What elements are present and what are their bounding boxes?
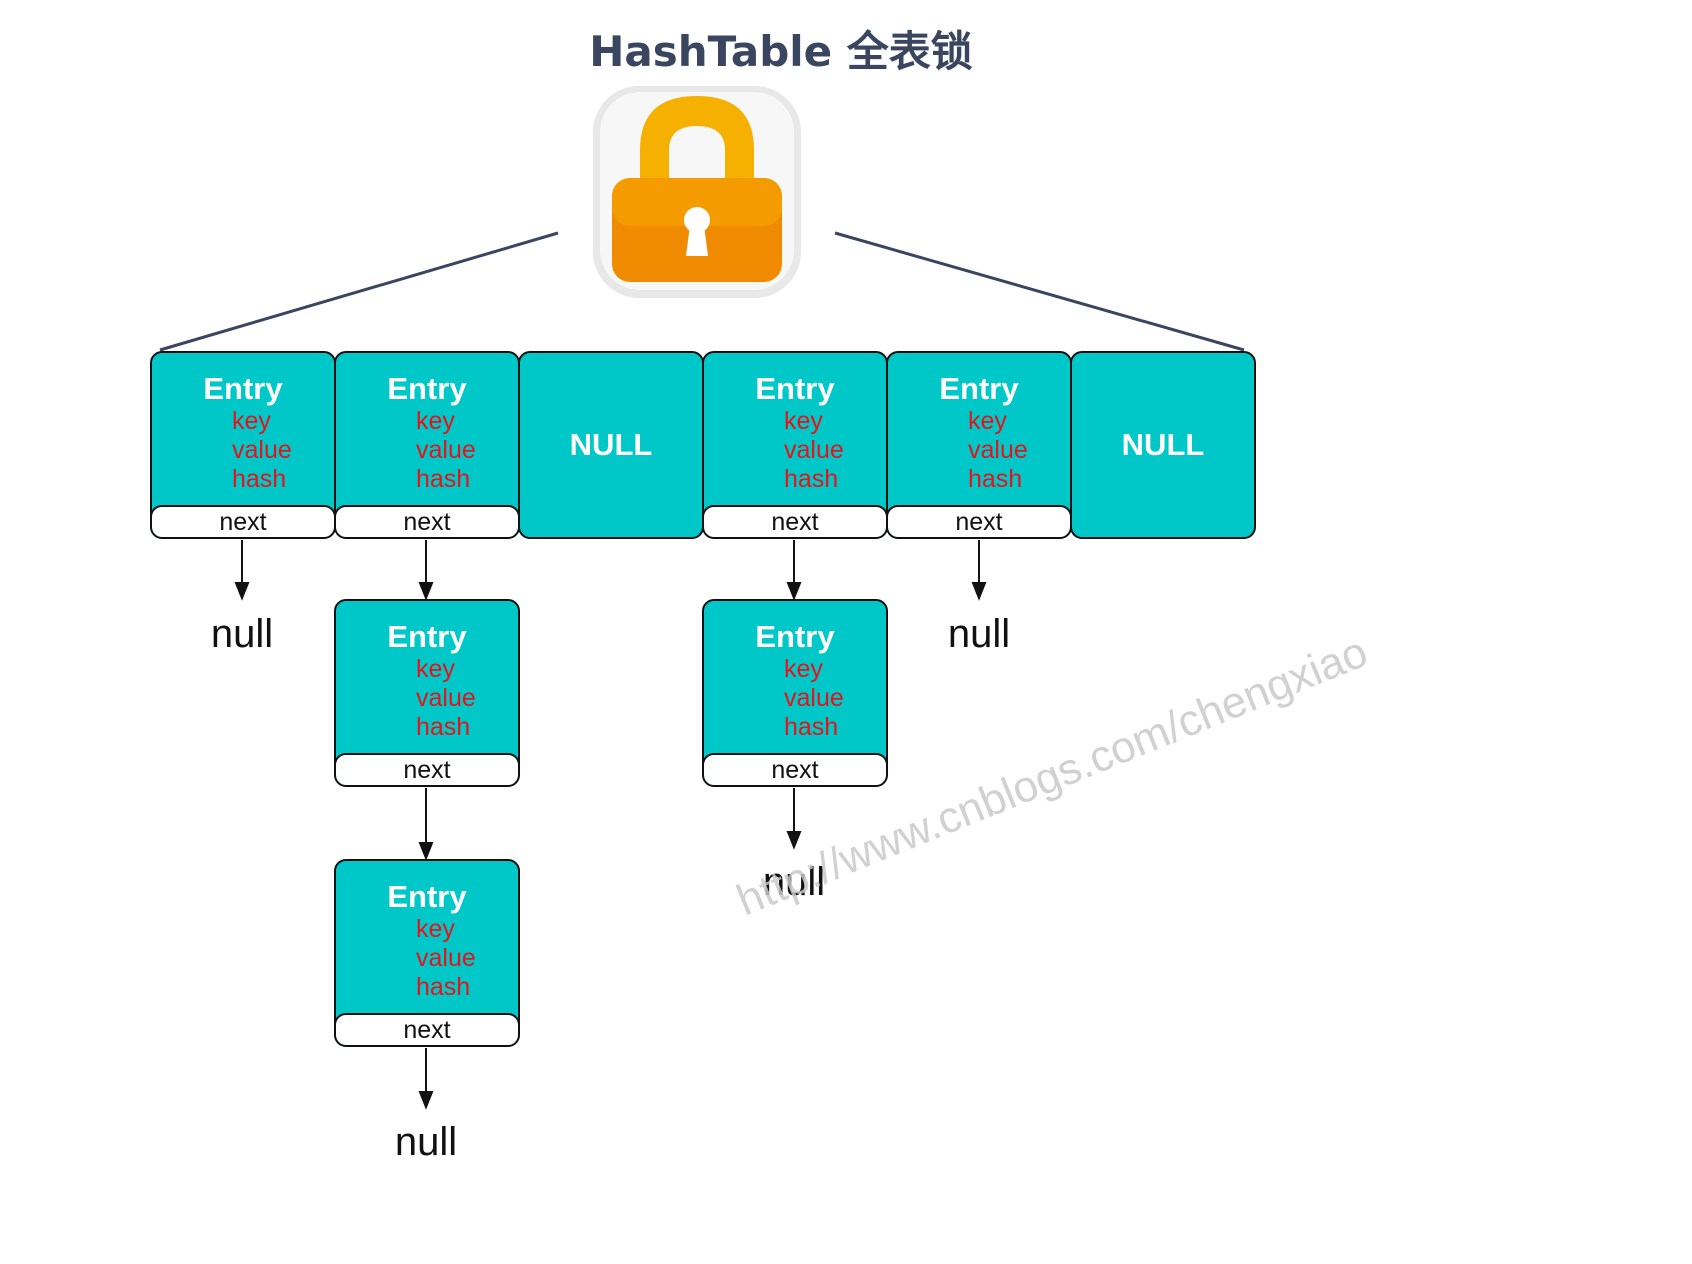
hash-field: hash (968, 465, 1023, 493)
entry-label: Entry (387, 879, 467, 914)
entry-label: Entry (939, 371, 1019, 406)
lock-connector-right (834, 231, 1245, 352)
bucket-null: NULL (1070, 351, 1256, 539)
bucket-entry: Entry key value hash next (334, 351, 520, 539)
entry-label: Entry (203, 371, 283, 406)
hash-field: hash (416, 973, 471, 1001)
entry-label: Entry (387, 371, 467, 406)
hash-field: hash (416, 465, 471, 493)
next-field: next (704, 753, 886, 785)
hash-field: hash (416, 713, 471, 741)
key-field: key (968, 407, 1007, 435)
key-field: key (784, 655, 823, 683)
value-field: value (784, 436, 844, 464)
next-arrow (971, 540, 987, 601)
entry-label: Entry (387, 619, 467, 654)
lock-connector-left (159, 231, 559, 352)
next-field: next (704, 505, 886, 537)
bucket-entry: Entry key value hash next (702, 351, 888, 539)
next-field: next (152, 505, 334, 537)
next-arrows (234, 540, 987, 1110)
key-field: key (416, 407, 455, 435)
null-terminal: null (947, 612, 1011, 656)
chain-entry: Entry key value hash next (702, 599, 888, 787)
value-field: value (416, 944, 476, 972)
null-terminal: null (762, 860, 826, 904)
bucket-entry: Entry key value hash next (886, 351, 1072, 539)
diagram-title: HashTable 全表锁 (589, 27, 973, 76)
next-field: next (336, 505, 518, 537)
value-field: value (968, 436, 1028, 464)
key-field: key (416, 915, 455, 943)
null-bucket-label: NULL (1121, 427, 1205, 462)
hash-field: hash (784, 465, 839, 493)
next-arrow (418, 788, 434, 861)
key-field: key (232, 407, 271, 435)
null-terminal: null (210, 612, 274, 656)
next-arrow (418, 540, 434, 601)
next-field: next (336, 753, 518, 785)
value-field: value (416, 684, 476, 712)
next-arrow (234, 540, 250, 601)
next-field: next (336, 1013, 518, 1045)
value-field: value (232, 436, 292, 464)
next-arrow (786, 540, 802, 601)
next-field: next (888, 505, 1070, 537)
entry-label: Entry (755, 371, 835, 406)
chain-entry: Entry key value hash next (334, 859, 520, 1047)
chain-entry: Entry key value hash next (334, 599, 520, 787)
padlock-icon (593, 86, 801, 298)
bucket-entry: Entry key value hash next (150, 351, 336, 539)
value-field: value (416, 436, 476, 464)
key-field: key (416, 655, 455, 683)
null-bucket-label: NULL (569, 427, 653, 462)
null-terminal: null (394, 1120, 458, 1164)
entry-label: Entry (755, 619, 835, 654)
next-arrow (786, 788, 802, 850)
value-field: value (784, 684, 844, 712)
key-field: key (784, 407, 823, 435)
bucket-null: NULL (518, 351, 704, 539)
hash-field: hash (784, 713, 839, 741)
next-arrow (418, 1048, 434, 1110)
hash-field: hash (232, 465, 287, 493)
